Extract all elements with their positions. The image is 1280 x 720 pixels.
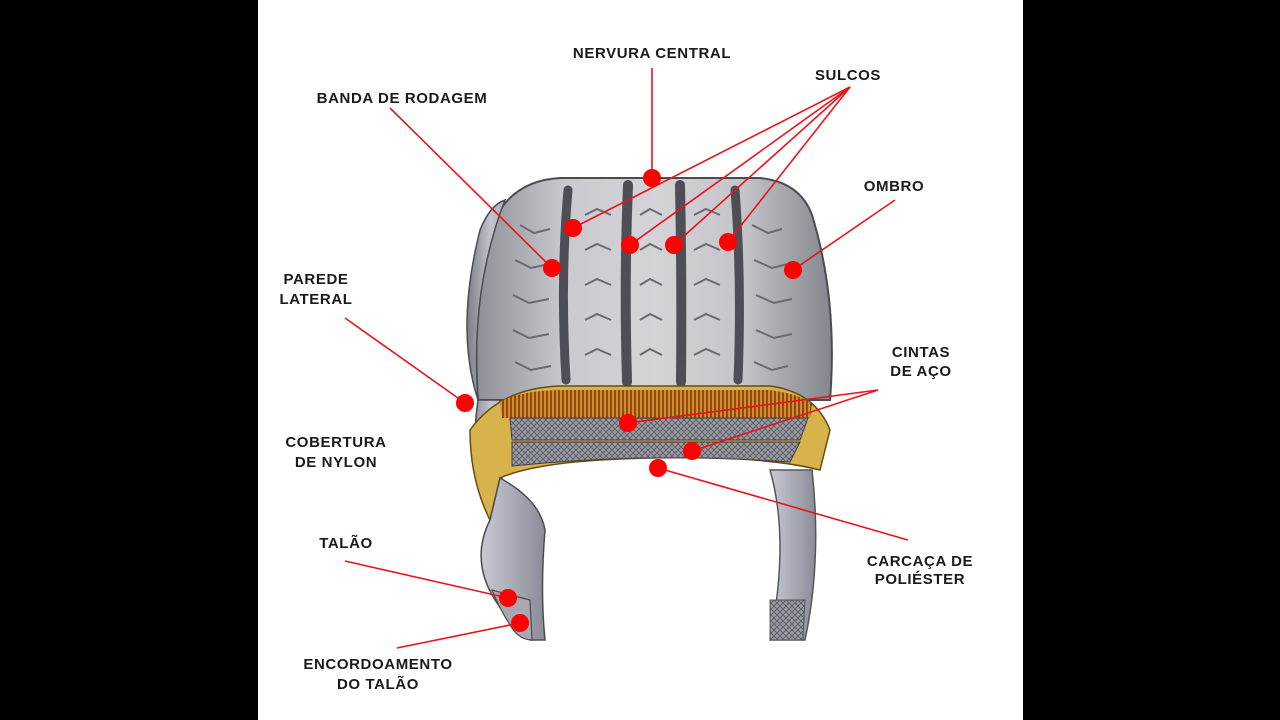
label-ombro: OMBRO xyxy=(864,178,925,195)
label-banda-de-rodagem: BANDA DE RODAGEM xyxy=(317,90,488,107)
label-cintas-de-aco-line2: DE AÇO xyxy=(890,363,951,380)
marker-encordoamento-do-talao xyxy=(511,614,529,632)
label-encordoamento-do-talao-line2: DO TALÃO xyxy=(337,675,419,693)
marker-sulco-1 xyxy=(564,219,582,237)
leader-sulcos-2 xyxy=(629,86,851,246)
groove-4 xyxy=(730,185,744,385)
steel-belt-1 xyxy=(509,417,809,441)
marker-cinta-aco-2 xyxy=(683,442,701,460)
leader-cintas-de-aco-1 xyxy=(627,389,879,424)
marker-parede-lateral xyxy=(456,394,474,412)
label-cobertura-de-nylon-line1: COBERTURA xyxy=(285,434,386,451)
leader-sulcos-3 xyxy=(673,86,851,246)
groove-2 xyxy=(620,180,633,387)
leader-sulcos-1 xyxy=(572,86,851,229)
label-carcaca-de-poliester-line1: CARCAÇA DE xyxy=(867,553,973,570)
right-bead-stub xyxy=(769,599,806,641)
steel-belt-2 xyxy=(511,441,801,467)
leader-sulcos-4 xyxy=(727,86,851,243)
label-nervura-central: NERVURA CENTRAL xyxy=(573,45,731,62)
labels: NERVURA CENTRAL SULCOS BANDA DE RODAGEM … xyxy=(279,45,973,693)
marker-carcaca-de-poliester xyxy=(649,459,667,477)
label-sulcos: SULCOS xyxy=(815,67,881,84)
marker-nervura-central xyxy=(643,169,661,187)
steel-belt-orange xyxy=(500,390,812,418)
label-encordoamento-do-talao-line1: ENCORDOAMENTO xyxy=(303,656,452,673)
label-carcaca-de-poliester-line2: POLIÉSTER xyxy=(875,571,965,588)
leader-lines xyxy=(344,68,909,649)
tire-illustration xyxy=(466,177,833,641)
right-inner-sidewall xyxy=(769,469,817,641)
tread-sipes xyxy=(512,207,793,372)
marker-sulco-3 xyxy=(665,236,683,254)
marker-banda-de-rodagem xyxy=(543,259,561,277)
leader-banda-de-rodagem xyxy=(389,107,553,269)
leader-talao xyxy=(344,560,509,599)
label-cobertura-de-nylon-line2: DE NYLON xyxy=(295,454,377,471)
marker-talao xyxy=(499,589,517,607)
marker-sulco-4 xyxy=(719,233,737,251)
leader-carcaca-de-poliester xyxy=(657,467,909,541)
marker-sulco-2 xyxy=(621,236,639,254)
markers xyxy=(456,169,802,632)
leader-ombro xyxy=(792,199,896,271)
leader-encordoamento xyxy=(396,622,521,649)
label-parede-lateral-line2: LATERAL xyxy=(279,291,352,308)
label-cintas-de-aco-line1: CINTAS xyxy=(892,344,950,361)
groove-1 xyxy=(558,185,573,385)
leader-parede-lateral xyxy=(344,317,466,404)
marker-cinta-aco-1 xyxy=(619,414,637,432)
label-talao: TALÃO xyxy=(319,534,373,552)
leader-cintas-de-aco-2 xyxy=(691,389,879,452)
groove-3 xyxy=(675,180,687,387)
marker-ombro xyxy=(784,261,802,279)
label-parede-lateral-line1: PAREDE xyxy=(284,271,349,288)
